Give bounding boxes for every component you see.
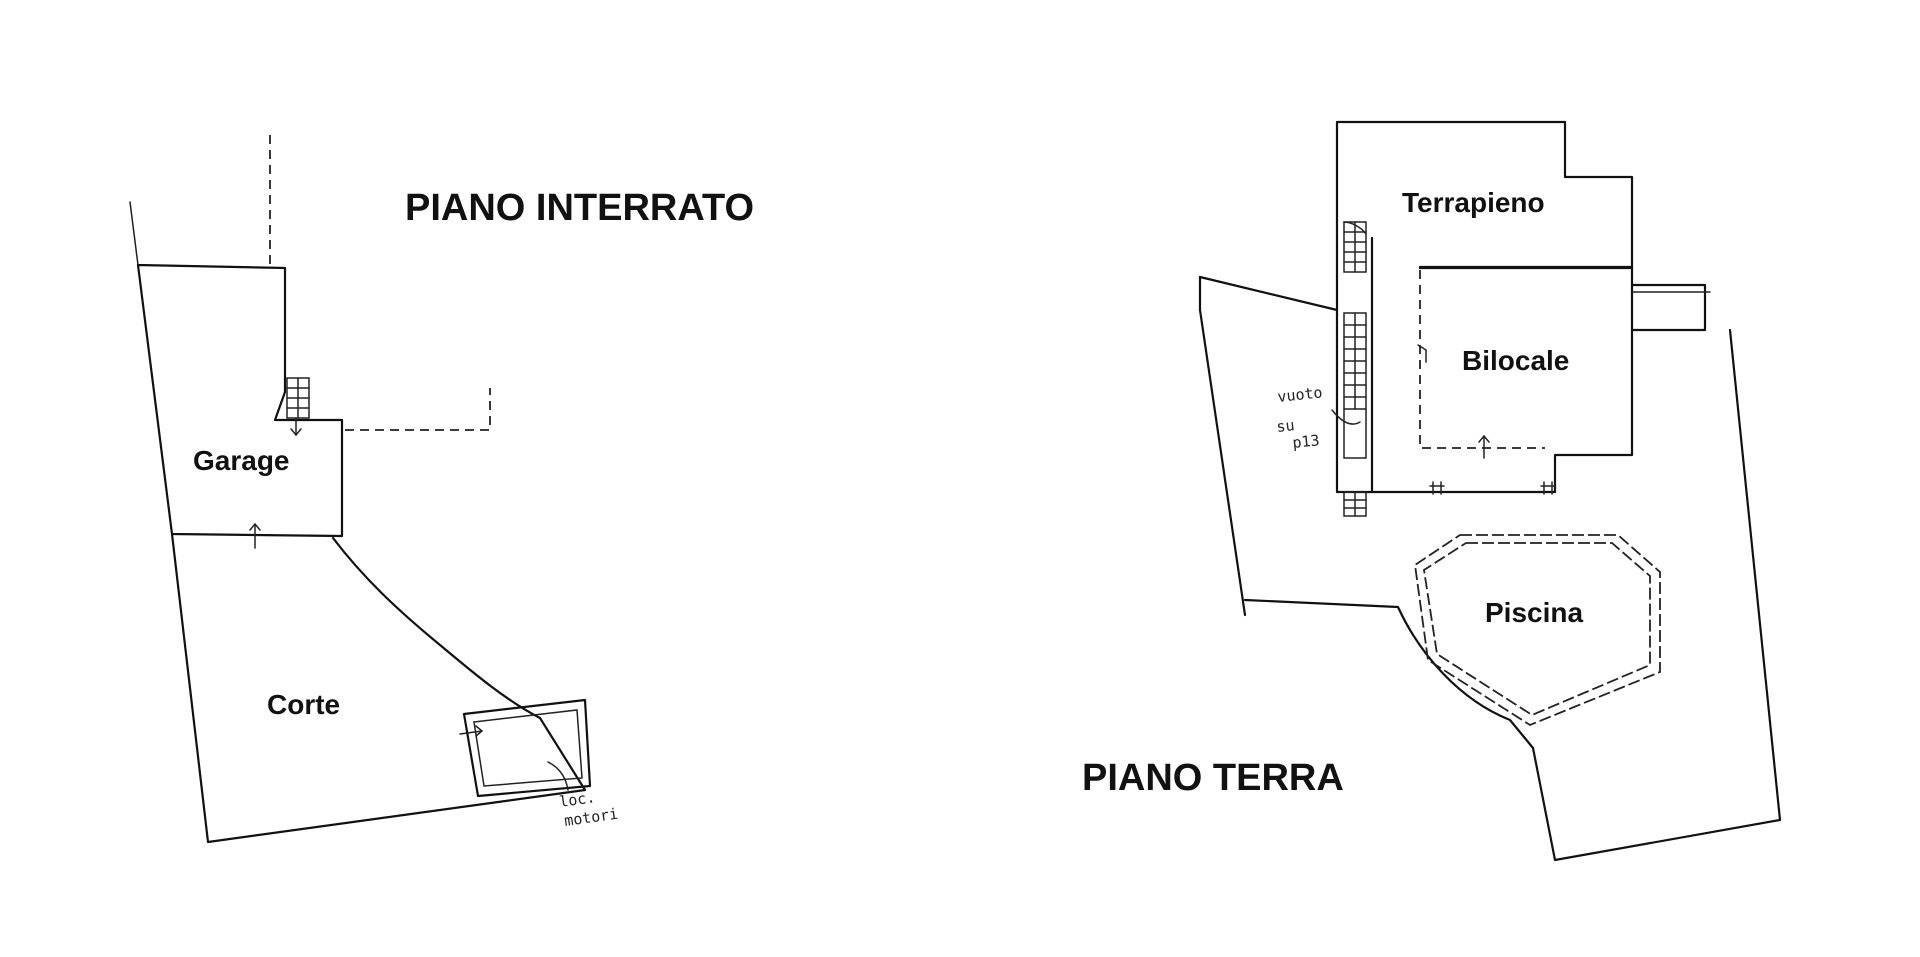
lot-outline [1243, 328, 1782, 862]
basement-outer-wall-extension [129, 201, 139, 266]
upper-stair-icon [1343, 221, 1367, 273]
garage-entry-arrow-icon [249, 522, 261, 549]
garage-stair-icon [286, 377, 310, 437]
balcony-outline [1630, 283, 1707, 332]
bilocale-entry-arrow-icon [1478, 434, 1490, 459]
vuoto-leader [1331, 409, 1361, 425]
lot-left-edge [1198, 275, 1247, 617]
piscina-outline [1414, 534, 1661, 727]
building-outline [1335, 265, 1634, 494]
p13-note: p13 [1292, 431, 1321, 452]
garage-outline [136, 263, 344, 538]
corte-outline [170, 532, 587, 844]
basement-plan: PIANO INTERRATO Garage Corte loc. motori [129, 135, 754, 844]
basement-title: PIANO INTERRATO [405, 187, 754, 229]
bilocale-label: Bilocale [1462, 345, 1569, 376]
su-note: su [1276, 416, 1296, 436]
bilocale-wall-jog [1417, 344, 1427, 363]
corte-label: Corte [267, 689, 340, 720]
garage-label: Garage [193, 445, 290, 476]
lower-stair-icon [1343, 491, 1367, 517]
terrapieno-label: Terrapieno [1402, 187, 1545, 218]
basement-dashed-boundary-right [345, 388, 491, 431]
ground-title: PIANO TERRA [1082, 757, 1344, 799]
bilocale-door-marks [1429, 481, 1556, 495]
lot-top-left-edge [1198, 275, 1339, 312]
loc-note: loc. [558, 788, 596, 811]
bilocale-dashed-outline [1419, 270, 1545, 449]
piscina-label: Piscina [1485, 597, 1583, 628]
main-stair-icon [1343, 312, 1367, 459]
loc-motori-room [459, 698, 592, 798]
ground-plan: PIANO TERRA Terrapieno Bilocale Piscina … [1082, 120, 1782, 862]
loc-motori-leader [547, 761, 569, 791]
piscina-inner-outline [1423, 542, 1651, 717]
vuoto-note: vuoto [1277, 383, 1324, 406]
